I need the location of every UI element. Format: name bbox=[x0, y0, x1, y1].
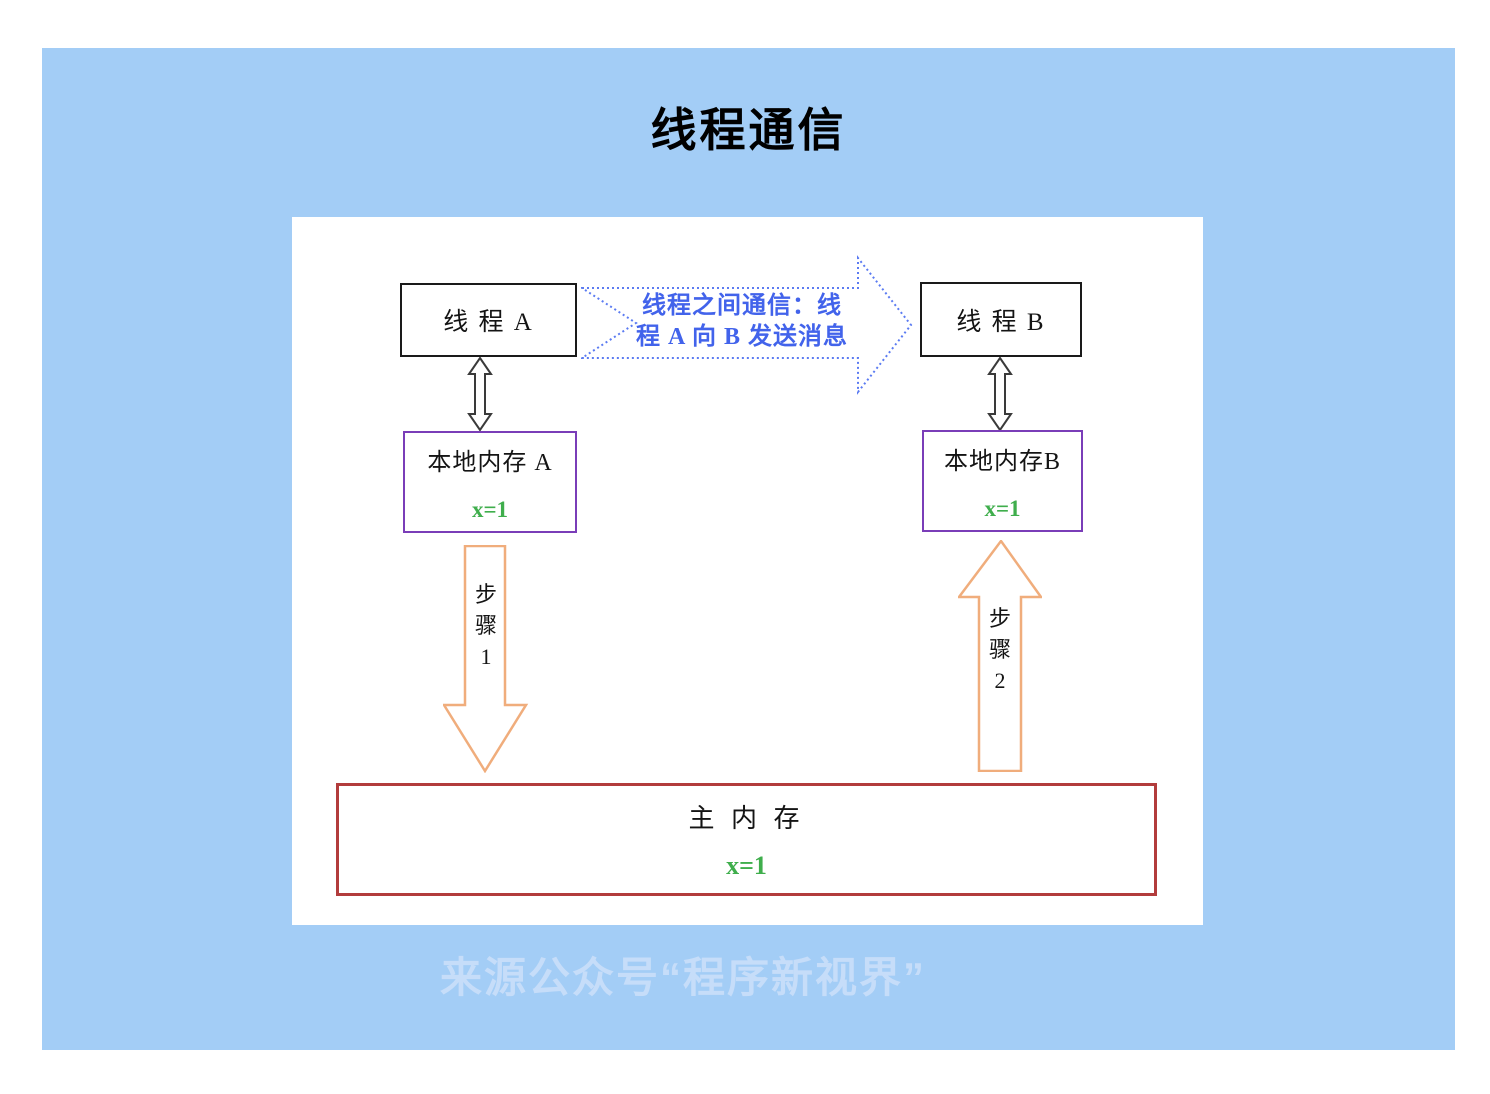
local-memory-b-box: 本地内存B x=1 bbox=[922, 430, 1083, 532]
step-2-label: 步 骤 2 bbox=[988, 606, 1011, 693]
double-arrow-b-icon bbox=[987, 357, 1013, 431]
local-memory-a-label: 本地内存 A bbox=[427, 450, 553, 476]
local-memory-b-label: 本地内存B bbox=[943, 449, 1061, 475]
step-2-arrow-icon bbox=[958, 540, 1042, 772]
thread-b-label: 线 程 B bbox=[956, 308, 1046, 336]
double-arrow-a-icon bbox=[467, 357, 493, 431]
local-memory-a-box: 本地内存 A x=1 bbox=[403, 431, 577, 533]
thread-b-box: 线 程 B bbox=[920, 282, 1082, 357]
thread-a-label: 线 程 A bbox=[443, 309, 534, 336]
step-1-arrow-icon bbox=[443, 545, 529, 773]
message-arrow-caption: 线程之间通信：线 程 A 向 B 发送消息 bbox=[592, 291, 892, 353]
local-memory-b-value: x=1 bbox=[984, 496, 1021, 521]
page-title: 线程通信 bbox=[650, 104, 847, 156]
main-memory-box: 主 内 存 x=1 bbox=[336, 783, 1157, 896]
watermark-text: 来源公众号“程序新视界” bbox=[439, 954, 926, 1001]
thread-communication-diagram: 线 程 A 线 程 B 线程之间通信：线 程 A 向 B 发送消息 本地内存 A… bbox=[292, 217, 1203, 925]
local-memory-a-value: x=1 bbox=[471, 497, 509, 522]
message-arrow-caption-line2: 程 A 向 B 发送消息 bbox=[635, 324, 848, 350]
main-memory-value: x=1 bbox=[726, 851, 767, 880]
step-1-label: 步 骤 1 bbox=[474, 582, 497, 669]
thread-a-box: 线 程 A bbox=[400, 283, 577, 357]
message-arrow-icon bbox=[581, 255, 913, 395]
message-arrow-caption-line1: 线程之间通信：线 bbox=[642, 293, 842, 319]
main-memory-label: 主 内 存 bbox=[688, 804, 805, 833]
